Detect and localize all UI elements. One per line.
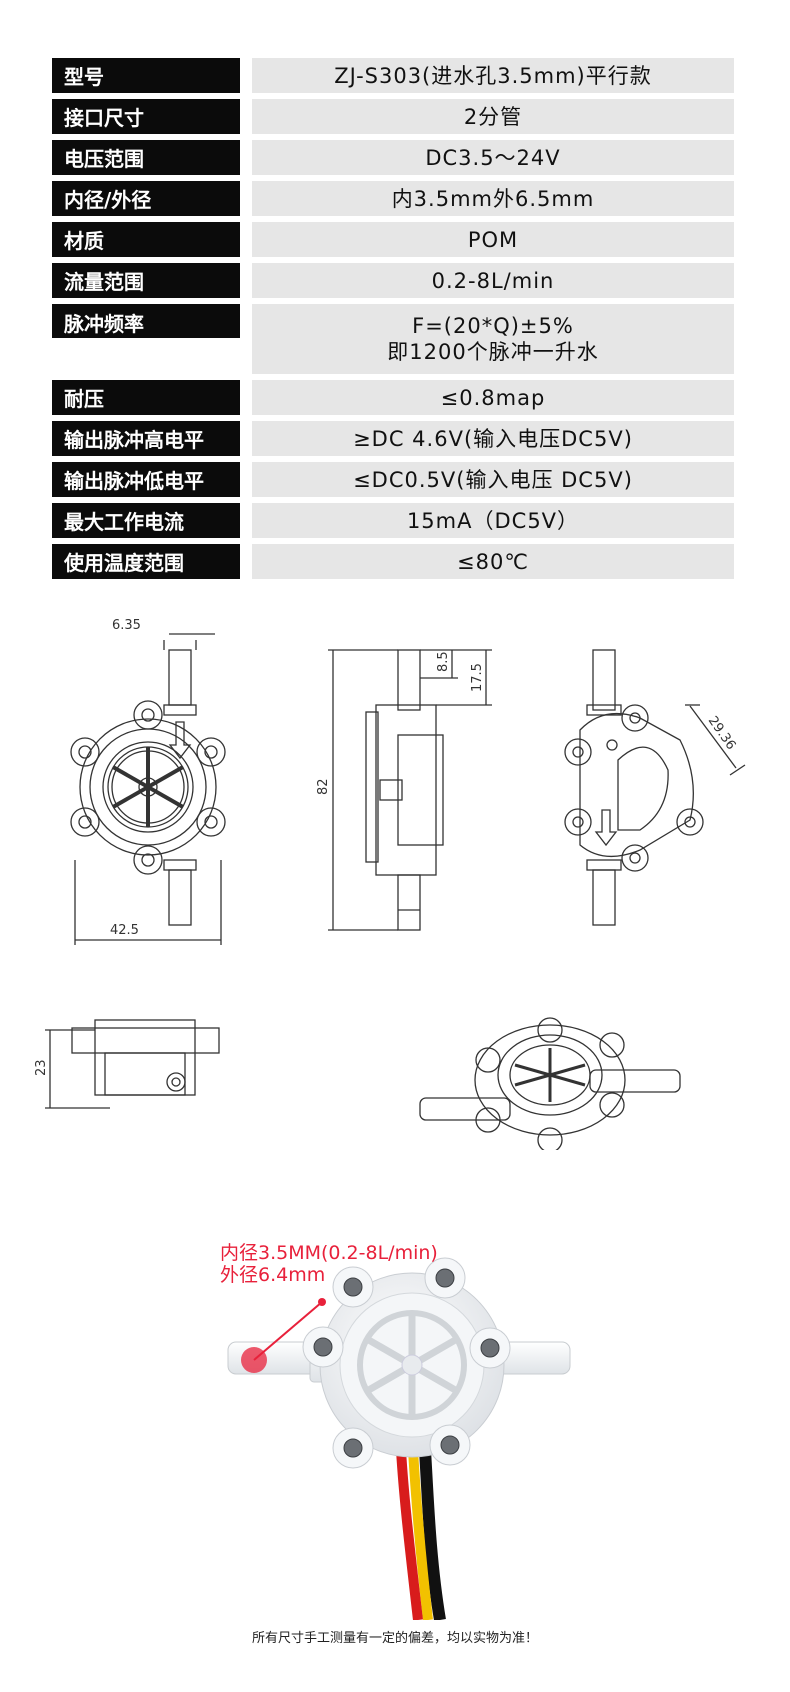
dim-side-total: 82 [316, 778, 331, 795]
dim-bottom-height: 23 [34, 1059, 49, 1076]
callout-leader-line [253, 1301, 323, 1361]
spec-value-line: DC3.5～24V [425, 145, 561, 170]
spec-value: ≤80℃ [252, 544, 734, 579]
bottom-view-drawing [45, 1019, 220, 1109]
spec-row: 脉冲频率 F=(20*Q)±5%即1200个脉冲一升水 [52, 304, 734, 374]
spec-row: 内径/外径 内3.5mm外6.5mm [52, 181, 734, 216]
wire-yellow [408, 1449, 433, 1620]
spec-value: ≤DC0.5V(输入电压 DC5V) [252, 462, 734, 497]
spec-value-line: 2分管 [463, 104, 523, 129]
spec-value: ≥DC 4.6V(输入电压DC5V) [252, 421, 734, 456]
spec-key: 使用温度范围 [52, 544, 240, 579]
spec-key: 输出脉冲高电平 [52, 421, 240, 456]
spec-key: 耐压 [52, 380, 240, 415]
dim-front-bottom: 42.5 [110, 923, 139, 938]
technical-drawings: 6.35 42.5 82 8.5 17.5 29.36 23 [34, 618, 746, 1150]
spec-value-line: ≤DC0.5V(输入电压 DC5V) [353, 467, 633, 492]
wire-red [396, 1449, 423, 1620]
spec-key: 内径/外径 [52, 181, 240, 216]
spec-value-line: POM [467, 227, 519, 252]
product-photo [227, 1257, 571, 1620]
spec-value-line: ≤80℃ [457, 549, 529, 574]
spec-row: 输出脉冲高电平 ≥DC 4.6V(输入电压DC5V) [52, 421, 734, 456]
dim-front-top: 6.35 [112, 618, 141, 633]
callout-outer-diameter: 外径6.4mm [220, 1264, 326, 1286]
spec-value: 0.2-8L/min [252, 263, 734, 298]
spec-value-line: ZJ-S303(进水孔3.5mm)平行款 [334, 63, 652, 88]
spec-value: ≤0.8map [252, 380, 734, 415]
spec-value-line: 内3.5mm外6.5mm [391, 186, 595, 211]
spec-value: F=(20*Q)±5%即1200个脉冲一升水 [252, 304, 734, 374]
side-view-drawing [328, 649, 492, 931]
photo-callout: 内径3.5MM(0.2-8L/min) 外径6.4mm [220, 1242, 438, 1286]
callout-dot-icon [241, 1347, 267, 1373]
spec-key: 材质 [52, 222, 240, 257]
front-view-drawing [70, 633, 226, 945]
spec-value: 15mA（DC5V） [252, 503, 734, 538]
spec-row: 电压范围 DC3.5～24V [52, 140, 734, 175]
spec-key: 电压范围 [52, 140, 240, 175]
spec-row: 输出脉冲低电平 ≤DC0.5V(输入电压 DC5V) [52, 462, 734, 497]
spec-row: 耐压 ≤0.8map [52, 380, 734, 415]
spec-key: 接口尺寸 [52, 99, 240, 134]
spec-value-line: F=(20*Q)±5% [412, 314, 574, 338]
spec-value: DC3.5～24V [252, 140, 734, 175]
isometric-view-drawing [419, 1017, 681, 1150]
screw-icon [313, 1337, 333, 1357]
footnote: 所有尺寸手工测量有一定的偏差，均以实物为准！ [251, 1631, 538, 1646]
spec-row: 使用温度范围 ≤80℃ [52, 544, 734, 579]
spec-table: 型号 ZJ-S303(进水孔3.5mm)平行款接口尺寸 2分管电压范围 DC3.5～2… [52, 58, 734, 585]
spec-key: 型号 [52, 58, 240, 93]
spec-value-line: 0.2-8L/min [431, 268, 555, 293]
spec-key: 输出脉冲低电平 [52, 462, 240, 497]
screw-icon [440, 1435, 460, 1455]
spec-row: 流量范围 0.2-8L/min [52, 263, 734, 298]
spec-row: 最大工作电流 15mA（DC5V） [52, 503, 734, 538]
dim-side-small: 8.5 [436, 651, 451, 672]
screw-icon [343, 1277, 363, 1297]
screw-icon [480, 1338, 500, 1358]
screw-icon [435, 1268, 455, 1288]
spec-key: 流量范围 [52, 263, 240, 298]
spec-value-line: 15mA（DC5V） [406, 508, 580, 533]
spec-value-line: ≥DC 4.6V(输入电压DC5V) [353, 426, 633, 451]
back-view-drawing [564, 649, 746, 926]
callout-dot-marker [318, 1298, 326, 1306]
spec-value: 内3.5mm外6.5mm [252, 181, 734, 216]
spec-value-line: 即1200个脉冲一升水 [387, 340, 599, 364]
spec-row: 接口尺寸 2分管 [52, 99, 734, 134]
spec-key: 脉冲频率 [52, 304, 240, 338]
spec-key: 最大工作电流 [52, 503, 240, 538]
spec-value: ZJ-S303(进水孔3.5mm)平行款 [252, 58, 734, 93]
callout-inner-diameter: 内径3.5MM(0.2-8L/min) [220, 1242, 438, 1264]
spec-row: 材质 POM [52, 222, 734, 257]
wire-black [419, 1449, 446, 1620]
spec-row: 型号 ZJ-S303(进水孔3.5mm)平行款 [52, 58, 734, 93]
screw-icon [343, 1438, 363, 1458]
spec-value: POM [252, 222, 734, 257]
dim-side-large: 17.5 [470, 663, 485, 692]
spec-value-line: ≤0.8map [440, 385, 546, 410]
spec-value: 2分管 [252, 99, 734, 134]
